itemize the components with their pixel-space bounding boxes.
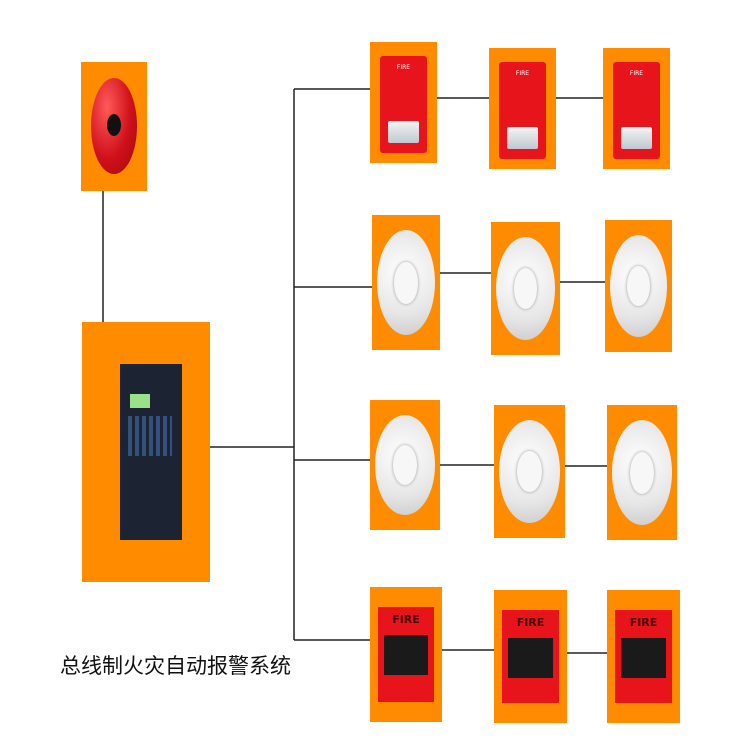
strobe-label: FIRE (515, 70, 530, 77)
smoke-detector-6 (607, 405, 677, 540)
smoke-detector-5 (494, 405, 565, 538)
strobe-1: FIRE (370, 42, 437, 163)
strobe-3: FIRE (603, 48, 670, 169)
manual-call-point-2: FIRE (494, 590, 567, 723)
smoke-detector-icon (612, 420, 672, 525)
control-panel-icon (120, 364, 182, 540)
smoke-detector-4 (370, 400, 440, 530)
bell-icon (91, 78, 137, 174)
strobe-label: FIRE (396, 64, 411, 71)
fire-alarm-control-panel (82, 322, 210, 582)
manual-call-point-1: FIRE (370, 587, 442, 722)
diagram-title: 总线制火灾自动报警系统 (60, 654, 291, 678)
smoke-detector-2 (491, 222, 560, 355)
smoke-detector-icon (375, 415, 435, 515)
smoke-detector-icon (610, 235, 667, 337)
call-point-label: FIRE (629, 616, 658, 629)
smoke-detector-icon (499, 420, 560, 523)
fire-bell (81, 62, 147, 191)
call-point-label: FIRE (392, 613, 420, 626)
manual-call-point-3: FIRE (607, 590, 680, 723)
strobe-2: FIRE (489, 48, 556, 169)
smoke-detector-icon (377, 230, 435, 335)
call-point-label: FIRE (516, 616, 545, 629)
smoke-detector-icon (496, 237, 555, 340)
strobe-label: FIRE (629, 70, 644, 77)
smoke-detector-1 (372, 215, 440, 350)
smoke-detector-3 (605, 220, 672, 352)
